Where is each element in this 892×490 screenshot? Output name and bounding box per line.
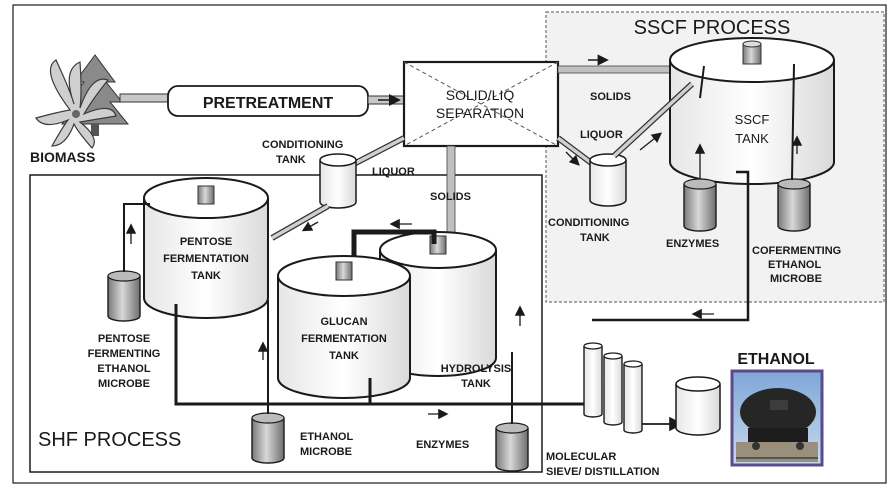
sscf-tank-label-1: SSCF xyxy=(735,112,770,127)
ethanol-storage-tank xyxy=(676,377,720,435)
enzymes-vessel-sscf xyxy=(684,179,716,231)
conditioning-tank-right-label-2: TANK xyxy=(580,232,610,244)
conditioning-tank-top-label-2: TANK xyxy=(276,154,306,166)
shf-process-title: SHF PROCESS xyxy=(38,429,181,451)
pentose-microbe-label-1: PENTOSE xyxy=(98,333,150,345)
enzymes-label-sscf: ENZYMES xyxy=(666,238,719,250)
ethanol-microbe-label-1: ETHANOL xyxy=(300,431,353,443)
solids-label-right: SOLIDS xyxy=(590,91,631,103)
glucan-tank-label-2: FERMENTATION xyxy=(301,333,387,345)
pentose-microbe-vessel xyxy=(108,271,140,321)
molecular-sieve-label-1: MOLECULAR xyxy=(546,451,616,463)
molecular-sieve-label-2: SIEVE/ DISTILLATION xyxy=(546,466,660,478)
cofermenting-microbe-vessel xyxy=(778,179,810,231)
railcar-photo xyxy=(732,371,822,465)
cofermenting-label-2: ETHANOL xyxy=(768,259,821,271)
separation-box xyxy=(404,62,558,146)
ethanol-microbe-vessel xyxy=(252,413,284,463)
biomass-label: BIOMASS xyxy=(30,149,95,165)
conditioning-tank-left xyxy=(320,154,356,208)
conditioning-tank-top-label-1: CONDITIONING xyxy=(262,139,343,151)
conditioning-tank-right xyxy=(590,154,626,206)
pentose-tank-label-1: PENTOSE xyxy=(180,236,232,248)
cofermenting-label-1: COFERMENTING xyxy=(752,245,841,257)
sscf-process-title: SSCF PROCESS xyxy=(634,17,791,39)
pentose-microbe-label-3: ETHANOL xyxy=(97,363,150,375)
sscf-tank xyxy=(670,38,834,184)
enzymes-vessel-shf xyxy=(496,423,528,471)
cofermenting-label-3: MICROBE xyxy=(770,273,822,285)
molecular-sieve-columns xyxy=(584,343,642,433)
enzymes-label-shf: ENZYMES xyxy=(416,439,469,451)
pretreatment-label: PRETREATMENT xyxy=(203,95,334,112)
hydrolysis-tank-label-2: TANK xyxy=(461,378,491,390)
solids-label-middle: SOLIDS xyxy=(430,191,471,203)
glucan-tank-label-1: GLUCAN xyxy=(320,316,367,328)
hydrolysis-tank-label-1: HYDROLYSIS xyxy=(441,363,512,375)
glucan-tank-label-3: TANK xyxy=(329,350,359,362)
separation-label-2: SEPARATION xyxy=(436,105,524,121)
separation-label-1: SOLID/LIQ xyxy=(446,87,515,103)
liquor-label-top: LIQUOR xyxy=(372,166,415,178)
ethanol-microbe-label-2: MICROBE xyxy=(300,446,352,458)
pentose-tank-label-2: FERMENTATION xyxy=(163,253,249,265)
pentose-microbe-label-2: FERMENTING xyxy=(88,348,161,360)
liquor-label-right: LIQUOR xyxy=(580,129,623,141)
conditioning-tank-right-label-1: CONDITIONING xyxy=(548,217,629,229)
pentose-microbe-label-4: MICROBE xyxy=(98,378,150,390)
ethanol-product-label: ETHANOL xyxy=(737,351,815,368)
pentose-tank-label-3: TANK xyxy=(191,270,221,282)
sscf-tank-label-2: TANK xyxy=(735,131,769,146)
